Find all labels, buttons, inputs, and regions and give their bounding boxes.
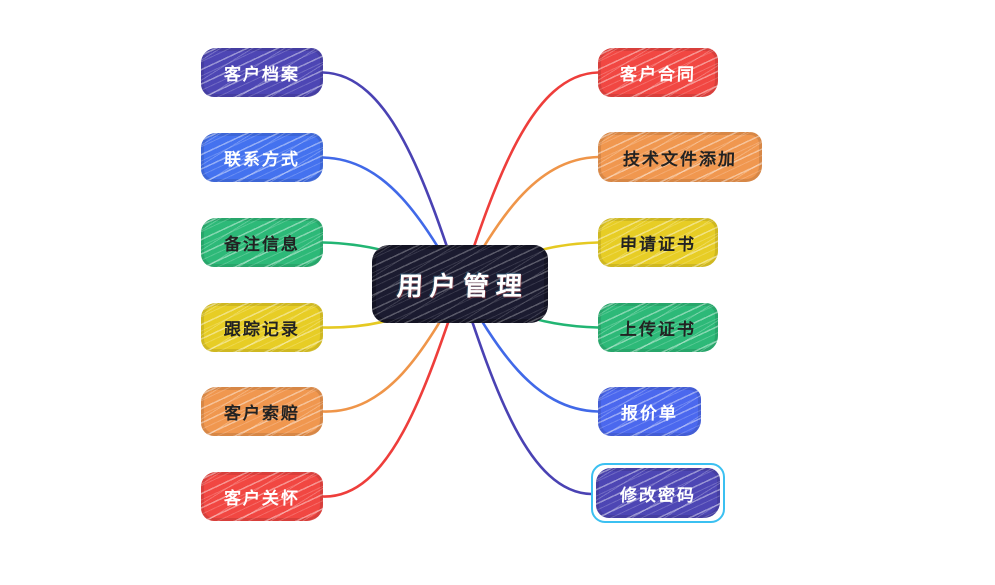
node-label: 申请证书	[619, 235, 697, 255]
root-topic-label: 用户管理	[396, 271, 531, 302]
node-customer-care[interactable]: 客户关怀	[201, 472, 323, 521]
node-change-password[interactable]: 修改密码	[596, 468, 720, 518]
node-label: 报价单	[620, 404, 679, 424]
node-quotation[interactable]: 报价单	[598, 387, 701, 436]
node-remark-info[interactable]: 备注信息	[201, 218, 323, 267]
selection-outline: 修改密码	[591, 463, 725, 523]
node-label: 备注信息	[223, 235, 301, 255]
node-user-management-root[interactable]: 用户管理	[372, 245, 548, 323]
node-label: 客户索赔	[223, 404, 301, 424]
node-label: 上传证书	[619, 320, 697, 340]
node-apply-certificate[interactable]: 申请证书	[598, 218, 718, 267]
node-label: 跟踪记录	[223, 320, 301, 340]
node-customer-contract[interactable]: 客户合同	[598, 48, 718, 97]
node-label: 联系方式	[223, 150, 301, 170]
node-tech-file-add[interactable]: 技术文件添加	[598, 132, 762, 182]
node-tracking-record[interactable]: 跟踪记录	[201, 303, 323, 352]
node-label: 客户合同	[619, 65, 697, 85]
node-label: 客户档案	[223, 65, 301, 85]
node-label: 客户关怀	[223, 489, 301, 509]
node-upload-certificate[interactable]: 上传证书	[598, 303, 718, 352]
node-contact-info[interactable]: 联系方式	[201, 133, 323, 182]
node-customer-claim[interactable]: 客户索赔	[201, 387, 323, 436]
node-label: 技术文件添加	[622, 149, 738, 170]
node-customer-archive[interactable]: 客户档案	[201, 48, 323, 97]
node-label: 修改密码	[619, 485, 697, 506]
